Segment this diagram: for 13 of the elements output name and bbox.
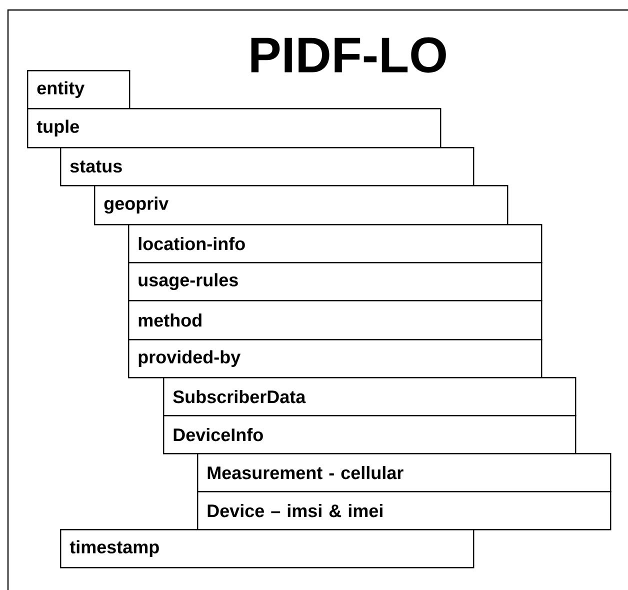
element-box: method [128,300,542,340]
element-box: status [60,147,474,186]
element-box: SubscriberData [163,377,576,416]
element-box: entity [27,70,130,110]
title: PIDF-LO [251,37,446,73]
element-box: Measurement - cellular [197,453,612,492]
element-box: usage-rules [128,262,542,302]
element-box: location-info [128,224,542,264]
element-box: timestamp [60,529,474,568]
element-box: Device – imsi & imei [197,491,612,530]
element-box: provided-by [128,339,542,378]
element-box: geopriv [94,185,508,226]
element-box: DeviceInfo [163,415,576,454]
